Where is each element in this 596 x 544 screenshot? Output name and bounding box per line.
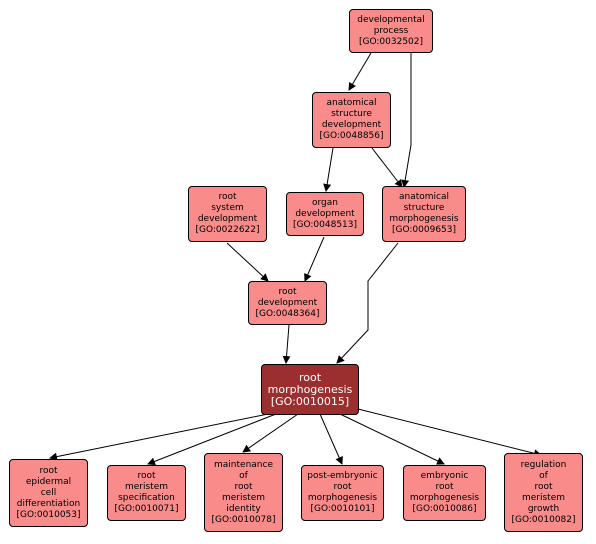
- edge-root-system-development-to-root-development: [226, 242, 269, 282]
- node-go-id: [GO:0010015]: [270, 394, 350, 408]
- node-go-id: [GO:0048856]: [319, 131, 384, 141]
- node-anatomical-structure-development[interactable]: anatomical structure development [GO:004…: [312, 92, 391, 148]
- node-root-development[interactable]: root development [GO:0048364]: [248, 281, 327, 325]
- edge-root-morphogenesis-to-root-epidermal-cell-differentiation: [49, 413, 269, 461]
- node-label: developmental process: [357, 14, 425, 36]
- node-developmental-process[interactable]: developmental process [GO:0032502]: [349, 9, 433, 53]
- edge-anatomical-structure-development-to-anatomical-structure-morphogenesis: [371, 147, 403, 188]
- edge-root-morphogenesis-to-root-meristem-specification: [147, 413, 277, 466]
- node-maintenance-of-root-meristem-identity[interactable]: maintenance of root meristem identity [G…: [204, 453, 283, 532]
- edge-developmental-process-to-anatomical-structure-development: [348, 52, 372, 91]
- node-organ-development[interactable]: organ development [GO:0048513]: [286, 192, 364, 236]
- edge-root-morphogenesis-to-post-embryonic-root-morphogenesis: [319, 413, 343, 465]
- node-go-id: [GO:0010071]: [114, 504, 179, 514]
- node-go-id: [GO:0010101]: [310, 504, 375, 514]
- edge-root-development-to-root-morphogenesis: [282, 324, 291, 364]
- node-go-id: [GO:0010053]: [16, 509, 81, 520]
- edge-organ-development-to-root-development: [304, 236, 325, 282]
- node-root-epidermal-cell-differentiation[interactable]: root epidermal cell differentiation [GO:…: [9, 459, 88, 527]
- node-go-id: [GO:0009653]: [391, 225, 457, 235]
- node-go-id: [GO:0048364]: [255, 308, 320, 319]
- node-label: post-embryonic root morphogenesis: [307, 471, 378, 503]
- node-label: anatomical structure development: [321, 98, 382, 130]
- node-go-id: [GO:0048513]: [292, 219, 358, 230]
- node-label: anatomical structure morphogenesis: [389, 192, 459, 224]
- node-label: root morphogenesis: [267, 370, 353, 396]
- node-root-system-development[interactable]: root system development [GO:0022622]: [188, 186, 267, 242]
- node-label: root epidermal cell differentiation: [16, 465, 81, 509]
- edge-root-morphogenesis-to-regulation-of-root-meristem-growth: [357, 408, 542, 458]
- edge-root-morphogenesis-to-maintenance-of-root-meristem-identity: [242, 413, 299, 453]
- node-label: maintenance of root meristem identity: [214, 459, 273, 514]
- node-root-morphogenesis[interactable]: root morphogenesis [GO:0010015]: [261, 364, 359, 415]
- node-go-id: [GO:0032502]: [358, 36, 424, 47]
- node-label: embryonic root morphogenesis: [409, 471, 480, 503]
- node-go-id: [GO:0010086]: [412, 504, 477, 514]
- edge-developmental-process-to-anatomical-structure-morphogenesis: [401, 53, 412, 188]
- node-go-id: [GO:0010082]: [511, 514, 576, 525]
- edge-root-morphogenesis-to-embryonic-root-morphogenesis: [339, 413, 445, 465]
- node-anatomical-structure-morphogenesis[interactable]: anatomical structure morphogenesis [GO:0…: [382, 186, 466, 242]
- edge-anatomical-structure-development-to-organ-development: [323, 147, 334, 192]
- edge-anatomical-structure-morphogenesis-to-root-morphogenesis: [336, 242, 399, 364]
- node-embryonic-root-morphogenesis[interactable]: embryonic root morphogenesis [GO:0010086…: [403, 465, 486, 521]
- node-go-id: [GO:0022622]: [195, 225, 260, 235]
- node-label: root development: [257, 286, 318, 308]
- node-go-id: [GO:0010078]: [211, 514, 276, 525]
- node-regulation-of-root-meristem-growth[interactable]: regulation of root meristem growth [GO:0…: [504, 453, 583, 532]
- node-label: organ development: [295, 197, 355, 219]
- node-post-embryonic-root-morphogenesis[interactable]: post-embryonic root morphogenesis [GO:00…: [301, 465, 384, 521]
- node-label: regulation of root meristem growth: [520, 459, 567, 514]
- node-label: root meristem specification: [118, 471, 175, 503]
- node-label: root system development: [197, 192, 258, 224]
- node-root-meristem-specification[interactable]: root meristem specification [GO:0010071]: [107, 465, 186, 521]
